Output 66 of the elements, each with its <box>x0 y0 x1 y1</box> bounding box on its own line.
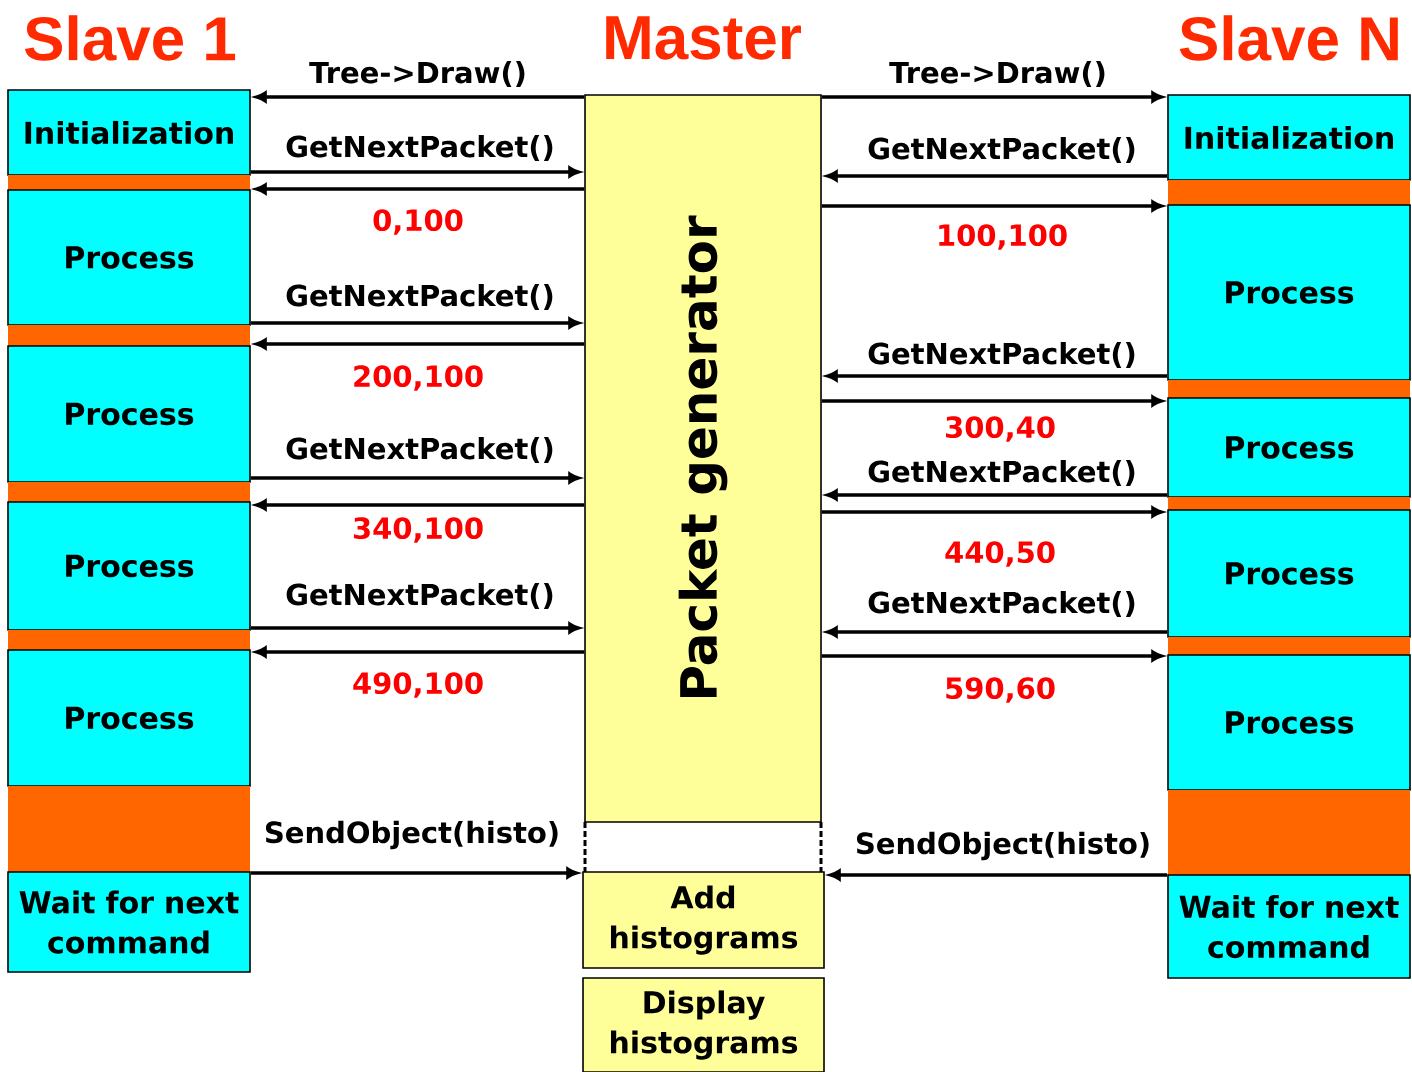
heading: Master <box>606 16 801 60</box>
edge-label: GetNextPacket() <box>286 284 553 310</box>
arrow <box>250 166 581 178</box>
edge-label: 340,100 <box>353 517 483 543</box>
arrow <box>254 499 585 511</box>
edge-label: SendObject(histo) <box>857 831 1149 861</box>
process-box: Initialization <box>7 89 251 176</box>
process-box: Process <box>7 189 251 326</box>
arrow <box>254 183 585 195</box>
arrow <box>254 91 585 103</box>
edge-label: 300,40 <box>946 416 1055 442</box>
arrow <box>250 867 579 879</box>
wait-bar <box>8 325 250 346</box>
heading: Slave 1 <box>24 15 236 61</box>
arrow <box>250 472 581 484</box>
generator-box: Packet generator <box>584 94 822 823</box>
edge-label: 200,100 <box>354 365 483 391</box>
edge-label: 440,50 <box>945 541 1055 567</box>
process-box: Wait for next command <box>7 871 251 973</box>
arrow <box>254 338 585 350</box>
arrow <box>825 170 1168 182</box>
edge-label: Tree->Draw() <box>889 61 1105 87</box>
wait-bar <box>1168 637 1410 655</box>
edge-label: 590,60 <box>946 677 1055 703</box>
process-box: Add histograms <box>582 871 825 969</box>
edge-label: SendObject(histo) <box>266 820 558 850</box>
arrow <box>821 650 1164 662</box>
wait-bar <box>1168 180 1410 205</box>
wait-bar <box>1168 380 1410 398</box>
process-box: Process <box>7 649 251 787</box>
wait-bar <box>8 786 250 872</box>
arrow <box>825 370 1168 382</box>
arrow <box>250 317 581 329</box>
edge-label: GetNextPacket() <box>868 342 1135 368</box>
arrow <box>828 869 1168 881</box>
heading: Slave N <box>1179 15 1398 61</box>
process-box: Process <box>1167 204 1411 381</box>
edge-label: GetNextPacket() <box>868 591 1135 617</box>
edge-label: 0,100 <box>373 209 463 235</box>
edge-label: GetNextPacket() <box>286 583 553 609</box>
process-box: Process <box>7 501 251 631</box>
wait-bar <box>1168 790 1410 875</box>
arrow <box>821 200 1164 212</box>
arrow <box>821 506 1164 518</box>
process-box: Process <box>1167 397 1411 498</box>
edge-label: GetNextPacket() <box>286 437 553 463</box>
process-box: Process <box>1167 654 1411 791</box>
edge-label: GetNextPacket() <box>868 460 1135 486</box>
arrow <box>825 626 1168 638</box>
process-box: Display histograms <box>582 977 825 1072</box>
process-box: Process <box>7 345 251 483</box>
edge-label: GetNextPacket() <box>286 135 553 161</box>
edge-label: 100,100 <box>939 224 1067 250</box>
arrow <box>825 489 1168 501</box>
wait-bar <box>8 482 250 502</box>
process-box: Initialization <box>1167 94 1411 181</box>
process-box: Process <box>1167 509 1411 638</box>
edge-label: 490,100 <box>353 672 483 698</box>
arrow <box>821 395 1164 407</box>
edge-label: Tree->Draw() <box>309 61 525 87</box>
arrow <box>821 91 1164 103</box>
wait-bar <box>8 630 250 650</box>
edge-label: GetNextPacket() <box>868 137 1135 163</box>
process-box: Wait for next command <box>1167 874 1411 979</box>
arrow <box>254 646 585 658</box>
arrow <box>250 622 581 634</box>
